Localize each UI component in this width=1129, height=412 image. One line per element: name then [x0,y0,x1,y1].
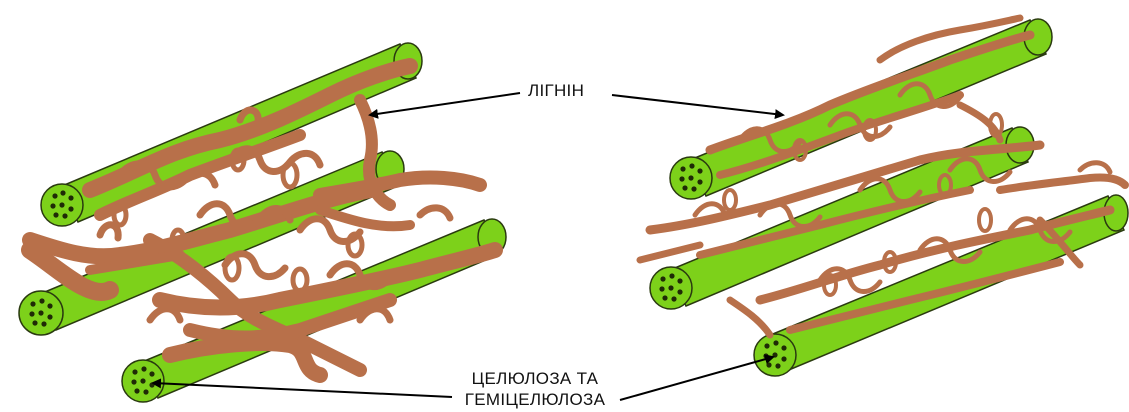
left-structure [19,43,506,402]
cellulose-label-line1: ЦЕЛЮЛОЗА ТА [455,368,615,389]
arrow-cellulose-right [620,357,773,400]
arrow-lignin-left [370,93,520,115]
cellulose-label-line2: ГЕМІЦЕЛЮЛОЗА [455,389,615,410]
arrow-cellulose-left [153,383,452,397]
right-structure [640,18,1128,376]
cellulose-label: ЦЕЛЮЛОЗА ТА ГЕМІЦЕЛЮЛОЗА [455,368,615,410]
arrow-lignin-right [612,95,783,115]
lignin-label: ЛІГНІН [528,80,584,101]
